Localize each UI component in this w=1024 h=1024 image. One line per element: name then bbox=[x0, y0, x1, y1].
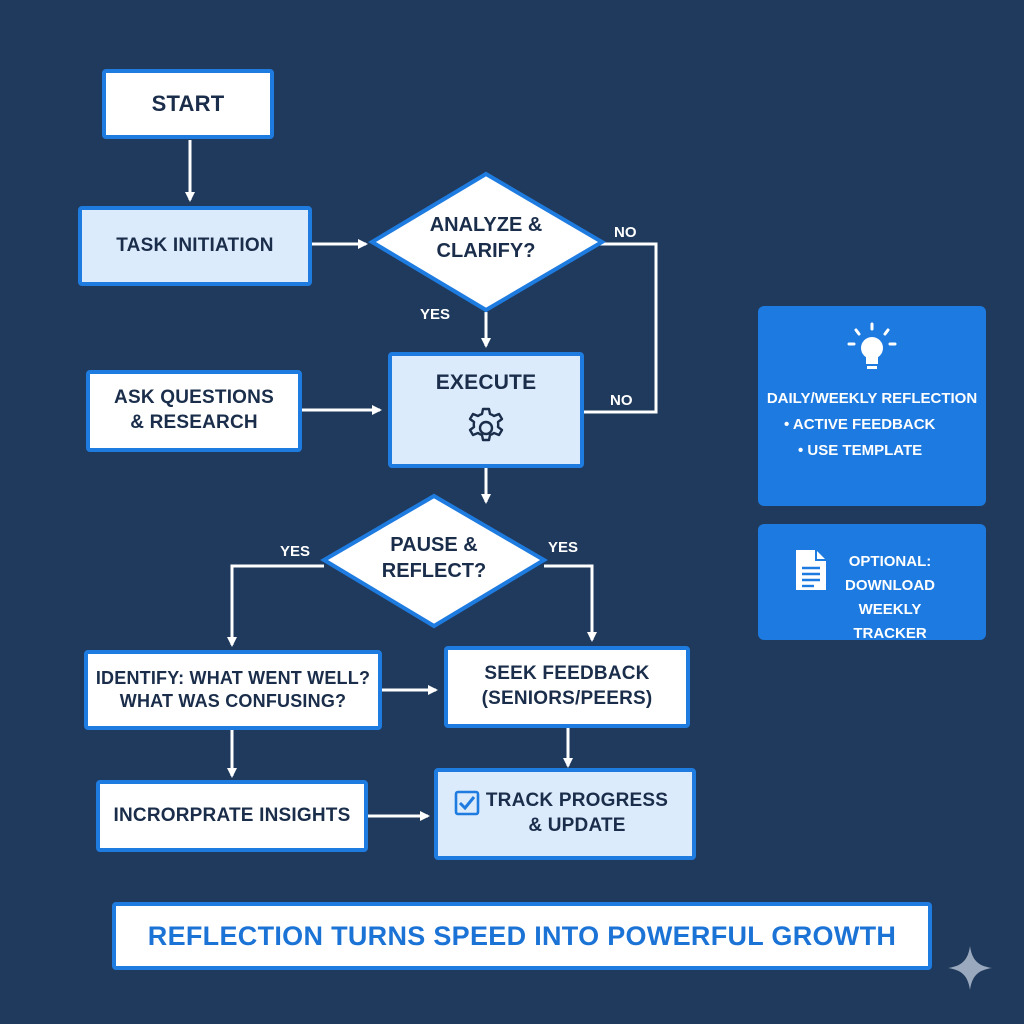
bottom-banner: REFLECTION TURNS SPEED INTO POWERFUL GRO… bbox=[112, 902, 932, 970]
ask-line-1: ASK QUESTIONS bbox=[114, 387, 274, 409]
document-icon bbox=[796, 550, 826, 590]
tracker-panel[interactable]: OPTIONAL: DOWNLOAD WEEKLY TRACKER bbox=[758, 524, 986, 642]
pause-line-2: REFLECT? bbox=[381, 560, 487, 582]
identify-box[interactable]: IDENTIFY: WHAT WENT WELL? WHAT WAS CONFU… bbox=[84, 650, 382, 730]
label-yes-left: YES bbox=[280, 543, 311, 560]
checkbox-icon bbox=[454, 790, 480, 816]
diamond-pause bbox=[320, 493, 548, 629]
identify-line-2: WHAT WAS CONFUSING? bbox=[119, 691, 347, 711]
seek-line-2: (SENIORS/PEERS) bbox=[481, 688, 653, 709]
label-no-top: NO bbox=[614, 224, 637, 241]
tracker-line-2: DOWNLOAD bbox=[845, 577, 935, 594]
reflection-item-1: • ACTIVE FEEDBACK bbox=[784, 416, 936, 433]
start-box[interactable]: START bbox=[102, 69, 274, 139]
label-no-execute: NO bbox=[610, 392, 633, 409]
tracker-line-3: WEEKLY TRACKER bbox=[853, 601, 927, 642]
analyze-line-2: CLARIFY? bbox=[436, 240, 536, 262]
analyze-line-1: ANALYZE & bbox=[429, 214, 543, 236]
track-line-1: TRACK PROGRESS bbox=[485, 790, 669, 812]
reflection-title: DAILY/WEEKLY REFLECTION bbox=[766, 390, 978, 407]
label-yes-analyze: YES bbox=[420, 306, 451, 323]
gear-icon bbox=[468, 407, 504, 441]
reflection-panel: DAILY/WEEKLY REFLECTION • ACTIVE FEEDBAC… bbox=[758, 306, 986, 506]
label-yes-right: YES bbox=[548, 539, 579, 556]
arrow-pause-identify bbox=[227, 564, 324, 647]
seek-feedback-box[interactable]: SEEK FEEDBACK (SENIORS/PEERS) bbox=[444, 646, 690, 728]
arrow-no-loop bbox=[584, 242, 658, 414]
lightbulb-icon bbox=[847, 322, 897, 369]
seek-line-1: SEEK FEEDBACK bbox=[484, 663, 650, 685]
execute-label: EXECUTE bbox=[435, 371, 537, 395]
track-progress-box[interactable]: TRACK PROGRESS & UPDATE bbox=[434, 768, 696, 860]
incorporate-box[interactable]: INCRORPRATE INSIGHTS bbox=[96, 780, 368, 852]
banner-text: REFLECTION TURNS SPEED INTO POWERFUL GRO… bbox=[147, 920, 897, 951]
tracker-text: OPTIONAL: DOWNLOAD WEEKLY TRACKER bbox=[820, 550, 960, 646]
tracker-line-1: OPTIONAL: bbox=[848, 553, 932, 570]
incorporate-label: INCRORPRATE INSIGHTS bbox=[113, 804, 351, 826]
task-initiation-box[interactable]: TASK INITIATION bbox=[78, 206, 312, 286]
start-label: START bbox=[151, 90, 225, 116]
ask-questions-box[interactable]: ASK QUESTIONS & RESEARCH bbox=[86, 370, 302, 452]
diamond-analyze bbox=[368, 171, 606, 313]
track-line-2: & UPDATE bbox=[528, 815, 626, 836]
arrow-pause-seek bbox=[544, 564, 597, 642]
reflection-item-2: • USE TEMPLATE bbox=[798, 442, 923, 459]
execute-box[interactable]: EXECUTE bbox=[388, 352, 584, 468]
sparkle-icon bbox=[948, 946, 992, 990]
track-text: TRACK PROGRESS & UPDATE bbox=[486, 789, 668, 838]
pause-text: PAUSE & REFLECT? bbox=[358, 532, 510, 584]
identify-line-1: IDENTIFY: WHAT WENT WELL? bbox=[95, 667, 371, 688]
ask-line-2: & RESEARCH bbox=[130, 412, 258, 433]
task-initiation-label: TASK INITIATION bbox=[116, 234, 274, 256]
analyze-text: ANALYZE & CLARIFY? bbox=[404, 212, 568, 264]
pause-line-1: PAUSE & bbox=[390, 534, 478, 556]
